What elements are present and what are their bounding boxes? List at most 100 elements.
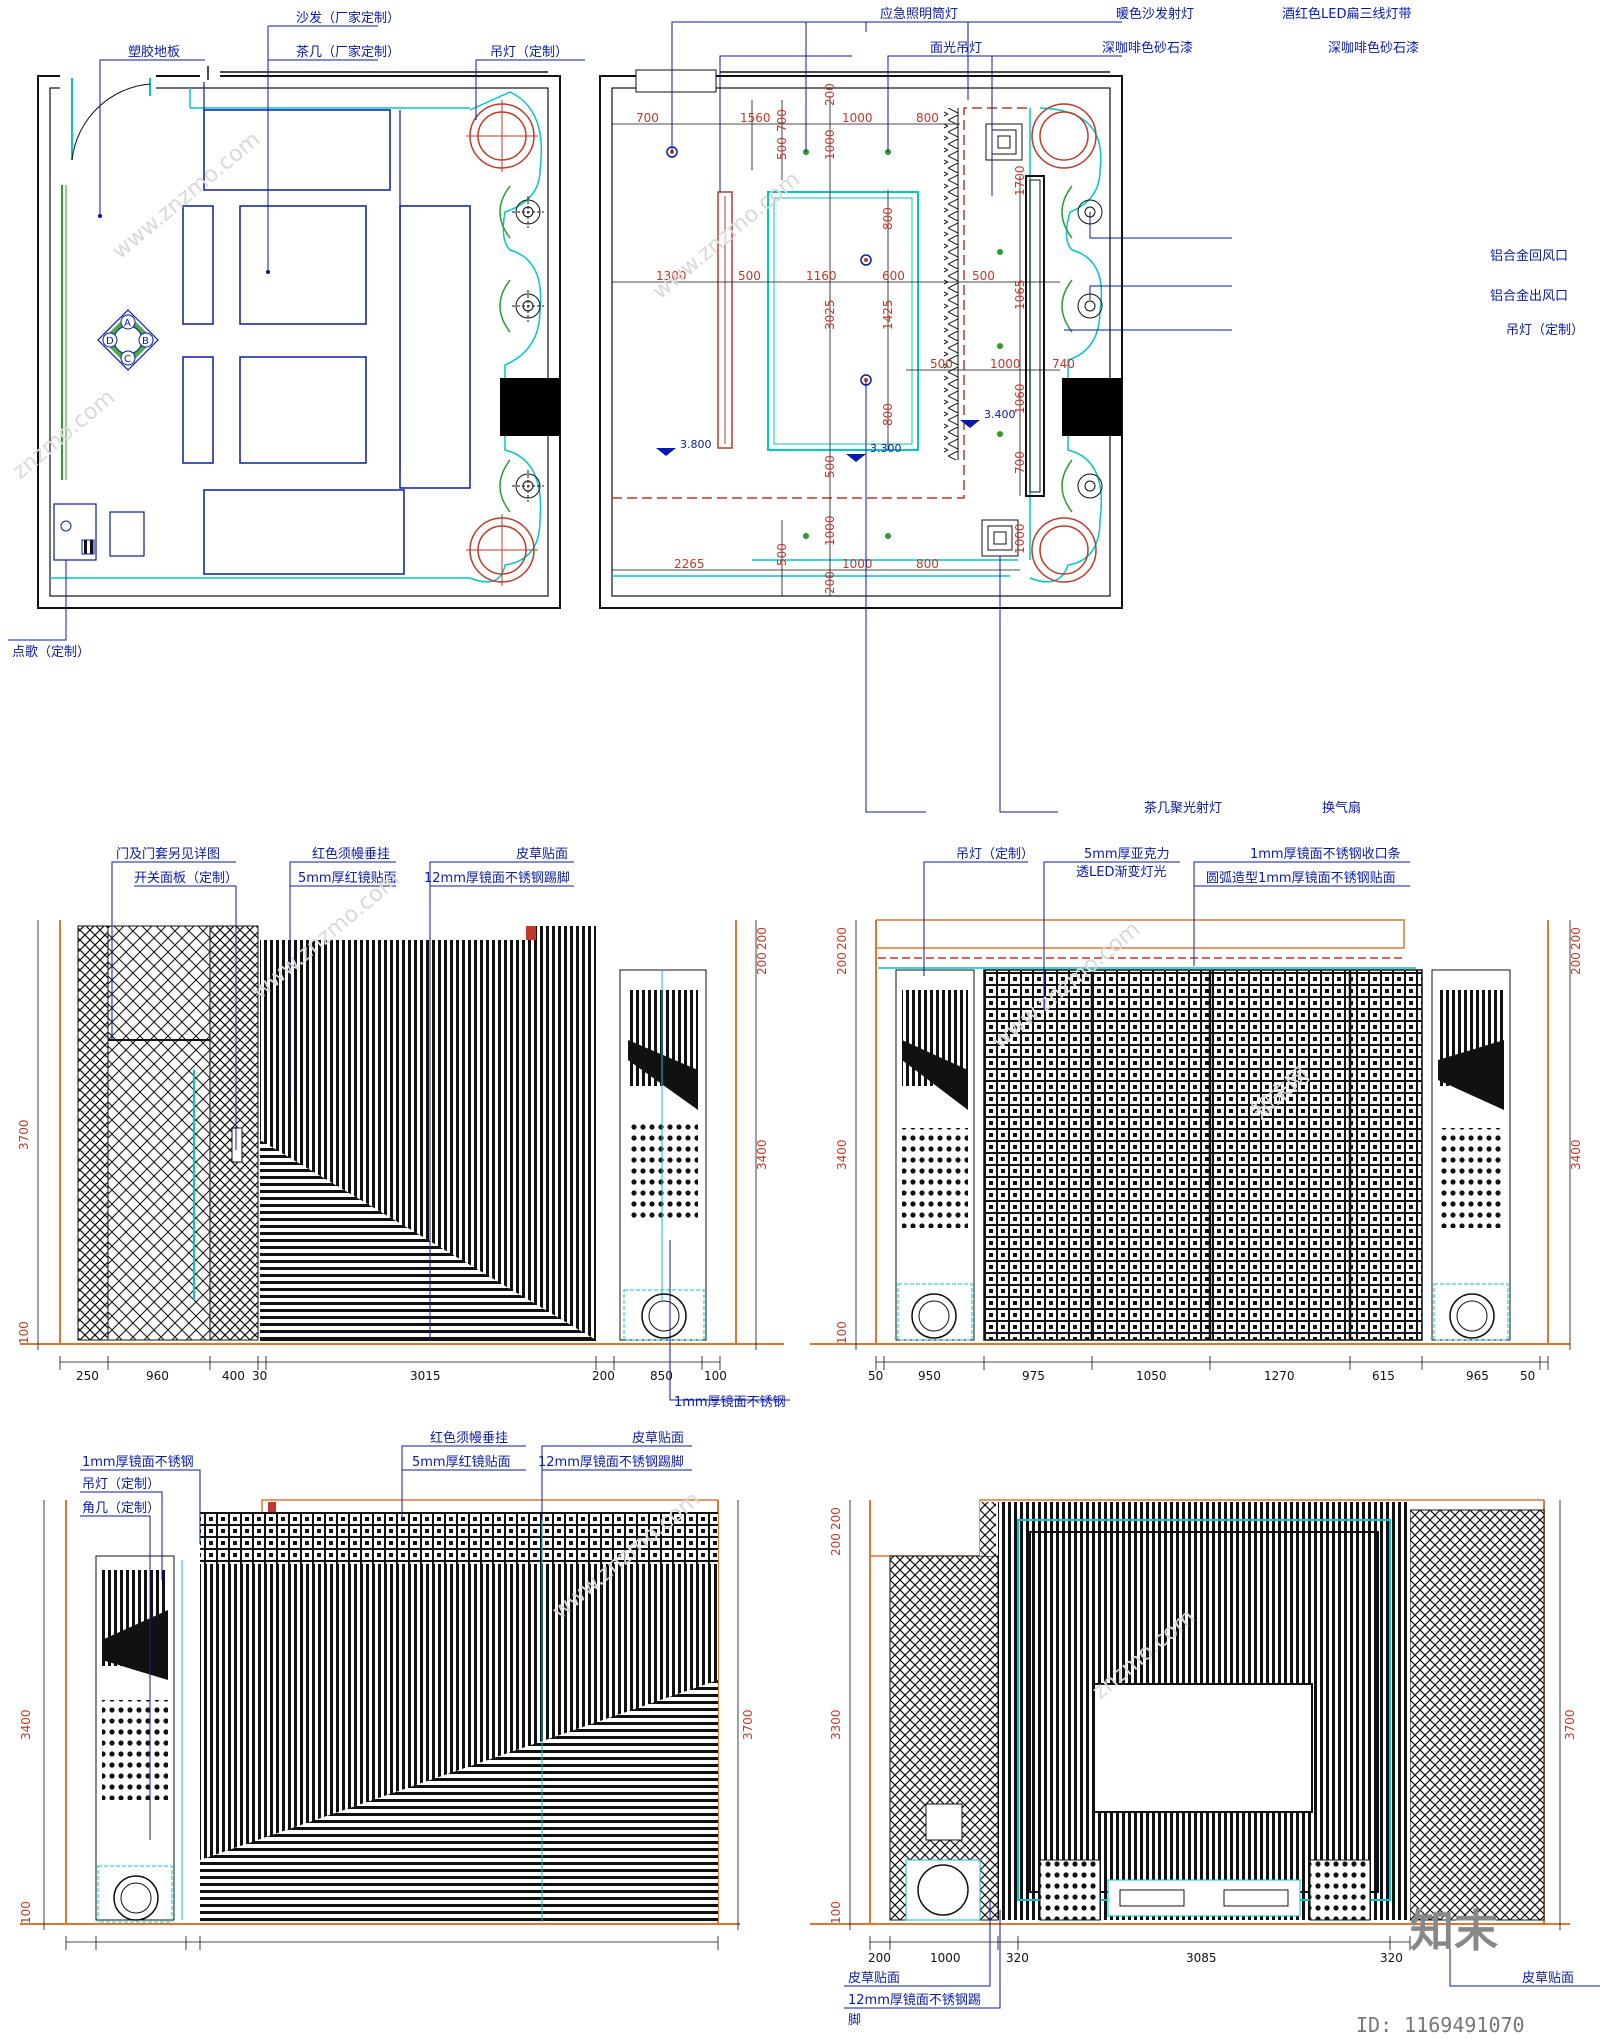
label-panel-chandelier: 面光吊灯 — [930, 41, 982, 56]
dim-v: 800 — [881, 207, 895, 230]
dim-left: 3300 — [829, 1709, 843, 1740]
label-leather-c: 皮草贴面 — [632, 1431, 684, 1446]
dim-right: 200 — [1569, 952, 1583, 975]
dim-h: 2265 — [674, 557, 705, 571]
dim-h: 740 — [1052, 357, 1075, 371]
elevation-c: 3400 100 3700 1mm厚镜面不锈钢 吊灯（定制） 角几（定制） 红色… — [19, 1430, 755, 1950]
ceiling-dims: 700 1560 1000 800 1300 500 1160 600 500 … — [636, 111, 1075, 571]
label-curtain: 红色须幔垂挂 — [312, 846, 390, 862]
watermark-site: www.znzmo.com — [648, 167, 805, 305]
dim-h: 700 — [636, 111, 659, 125]
watermark-site: znzmo.com — [8, 385, 120, 485]
dim-v: 200 — [823, 83, 837, 106]
mark-a: A — [124, 318, 131, 329]
label-trim: 1mm厚镜面不锈钢收口条 — [1250, 846, 1401, 862]
dim-v: 1000 — [1013, 523, 1027, 554]
mark-d: D — [106, 336, 114, 347]
label-acrylic: 5mm厚亚克力 — [1084, 847, 1170, 862]
dim-left: 200 — [835, 927, 849, 950]
dim-right: 200 — [755, 952, 769, 975]
label-warm-spot: 暖色沙发射灯 — [1116, 6, 1194, 22]
level-text: 3.300 — [870, 442, 902, 455]
label-table-spot: 茶几聚光射灯 — [1144, 800, 1222, 816]
dim-bottom: 615 — [1372, 1369, 1395, 1383]
dim-h: 600 — [882, 269, 905, 283]
dim-bottom: 3015 — [410, 1369, 441, 1383]
label-emergency-light: 应急照明筒灯 — [880, 6, 958, 22]
dim-left: 100 — [17, 1321, 31, 1344]
dim-bottom: 320 — [1380, 1951, 1403, 1965]
dim-h: 500 — [930, 357, 953, 371]
dim-left: 200 — [835, 952, 849, 975]
dim-bottom: 200 — [592, 1369, 615, 1383]
dim-bottom: 320 — [1006, 1951, 1029, 1965]
elevation-d: 200 1000 320 3085 320 200 200 3300 100 3… — [810, 1499, 1600, 2028]
dim-bottom: 3085 — [1186, 1951, 1217, 1965]
dim-bottom: 950 — [918, 1369, 941, 1383]
dim-v: 1700 — [1013, 165, 1027, 196]
label-dark-coffee-2: 深咖啡色砂石漆 — [1328, 40, 1419, 56]
label-kick-d-2: 脚 — [848, 2012, 861, 2028]
dim-v: 1065 — [1013, 279, 1027, 310]
dim-v: 500 — [823, 455, 837, 478]
dim-bottom: 960 — [146, 1369, 169, 1383]
label-led-strip: 酒红色LED扁三线灯带 — [1282, 6, 1411, 22]
dim-bottom: 1000 — [930, 1951, 961, 1965]
label-sofa: 沙发（厂家定制） — [296, 10, 400, 26]
label-steel: 1mm厚镜面不锈钢 — [674, 1395, 786, 1410]
dim-v: 1425 — [881, 299, 895, 330]
dim-v: 700 — [775, 109, 789, 132]
plan-left: A B C D — [8, 10, 585, 660]
dim-left: 200 — [829, 1533, 843, 1556]
elevation-b: 50 950 975 1050 1270 615 965 50 200 200 … — [810, 846, 1583, 1383]
dim-left: 3400 — [835, 1139, 849, 1170]
elevation-a: 250 960 400 30 3015 200 850 100 3700 100… — [17, 846, 790, 1410]
dim-bottom: 200 — [868, 1951, 891, 1965]
dim-v: 1000 — [823, 515, 837, 546]
plan-right: 700 1560 1000 800 1300 500 1160 600 500 … — [599, 6, 1584, 816]
label-karaoke: 点歌（定制） — [12, 645, 90, 660]
label-floor: 塑胶地板 — [128, 44, 180, 60]
dim-v: 200 — [823, 571, 837, 594]
label-corner-table: 角几（定制） — [82, 1501, 160, 1516]
label-chandelier: 吊灯（定制） — [490, 45, 568, 60]
watermark-id: ID: 1169491070 — [1356, 2013, 1525, 2037]
dim-right: 3400 — [755, 1139, 769, 1170]
dim-left: 3400 — [19, 1709, 33, 1740]
dim-bottom: 50 — [1520, 1369, 1535, 1383]
label-kick-d: 12mm厚镜面不锈钢踢 — [848, 1993, 981, 2008]
level-text: 3.400 — [984, 408, 1016, 421]
dim-left: 100 — [829, 1901, 843, 1924]
label-acrylic-2: 透LED渐变灯光 — [1076, 864, 1166, 880]
dim-h: 1560 — [740, 111, 771, 125]
label-kick: 12mm厚镜面不锈钢踢脚 — [424, 870, 570, 886]
mark-b: B — [142, 336, 149, 347]
dim-bottom: 250 — [76, 1369, 99, 1383]
dim-right: 3400 — [1569, 1139, 1583, 1170]
label-chandelier-b: 吊灯（定制） — [956, 847, 1034, 862]
label-chandelier-right: 吊灯（定制） — [1506, 323, 1584, 338]
level-marks: 3.800 3.300 3.400 — [656, 408, 1016, 462]
mark-c: C — [124, 354, 131, 365]
dim-v: 700 — [1013, 451, 1027, 474]
dim-bottom: 30 — [252, 1369, 267, 1383]
label-supply-vent: 铝合金出风口 — [1490, 288, 1568, 304]
label-curtain-c: 红色须幔垂挂 — [430, 1430, 508, 1446]
dim-h: 500 — [972, 269, 995, 283]
dim-right: 200 — [1569, 927, 1583, 950]
dim-v: 500 — [775, 543, 789, 566]
watermark-logo: 知末 — [1410, 1906, 1498, 1957]
label-kick-c: 12mm厚镜面不锈钢踢脚 — [538, 1454, 684, 1470]
dim-h: 1000 — [842, 111, 873, 125]
label-leather: 皮草贴面 — [516, 847, 568, 862]
dim-h: 800 — [916, 557, 939, 571]
dim-bottom: 50 — [868, 1369, 883, 1383]
dim-left: 3700 — [17, 1119, 31, 1150]
dim-right: 3700 — [741, 1709, 755, 1740]
round-table-icon: A B C D — [97, 309, 159, 371]
dim-h: 1300 — [656, 269, 687, 283]
label-leather-d-right: 皮草贴面 — [1522, 1971, 1574, 1986]
label-return-vent: 铝合金回风口 — [1490, 248, 1568, 264]
label-door: 门及门套另见详图 — [116, 846, 220, 862]
